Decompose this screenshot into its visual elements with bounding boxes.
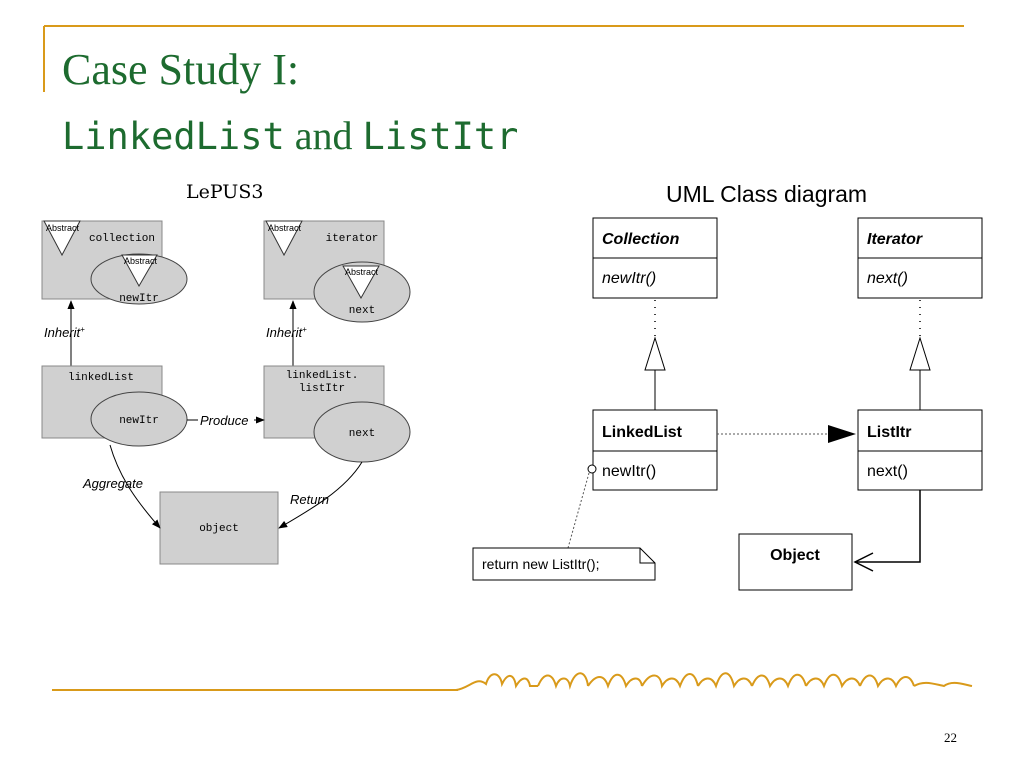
abstract-triangle-icon xyxy=(121,254,158,288)
abstract-tag: Abstract xyxy=(268,223,302,233)
lepus-collection-hierarchy: Abstract collection Abstract newItr xyxy=(41,220,188,305)
uml-note-connector xyxy=(567,472,590,549)
lepus-heading: LePUS3 xyxy=(186,181,264,203)
lepus-produce-label-bg xyxy=(198,412,254,428)
title-and: and xyxy=(294,113,353,158)
uml-realize-triangle-left xyxy=(644,336,666,371)
lepus-aggregate-arrow xyxy=(109,444,161,529)
lepus-listitr-class: linkedList. listItr next xyxy=(263,365,411,463)
lepus-iterator-label: iterator xyxy=(326,233,379,245)
lepus-return-label: Return xyxy=(290,492,329,507)
uml-collection-name: Collection xyxy=(602,231,680,248)
uml-association-arrowhead xyxy=(853,552,874,572)
abstract-tag: Abstract xyxy=(46,223,80,233)
lepus-newitr-label: newItr xyxy=(119,293,159,305)
lepus-next-label: next xyxy=(349,305,375,317)
lepus-return-arrow xyxy=(278,461,363,529)
uml-collection-method: newItr() xyxy=(602,270,656,287)
uml-realize-triangle-right xyxy=(909,336,931,371)
uml-iterator-class: Iterator next() xyxy=(857,217,983,299)
uml-diagram: Collection newItr() Iterator next() Link… xyxy=(472,217,983,591)
abstract-tag: Abstract xyxy=(345,267,379,277)
uml-iterator-method: next() xyxy=(867,270,908,287)
lepus-linkedlist-newitr-label: newItr xyxy=(119,415,159,427)
uml-linkedlist-class: LinkedList newItr() xyxy=(592,409,718,491)
uml-object-name: Object xyxy=(770,547,820,564)
lepus-linkedlist-newitr xyxy=(90,391,188,447)
slide-title-line2: LinkedList and ListItr xyxy=(62,112,518,159)
title-linkedlist: LinkedList xyxy=(62,115,285,158)
uml-note-text: return new ListItr(); xyxy=(482,556,599,572)
lepus-object-label: object xyxy=(199,523,239,535)
lepus-linkedlist-class: linkedList newItr xyxy=(41,365,188,447)
uml-association-line xyxy=(855,490,921,563)
lepus-iterator-hierarchy: Abstract iterator Abstract next xyxy=(263,220,411,323)
uml-linkedlist-method: newItr() xyxy=(602,463,656,480)
slide-title-line1: Case Study I: xyxy=(62,45,300,94)
uml-iterator-name: Iterator xyxy=(867,231,923,248)
lepus-collection-label: collection xyxy=(89,233,155,245)
abstract-tag: Abstract xyxy=(124,256,158,266)
uml-listitr-class: ListItr next() xyxy=(857,409,983,491)
lepus-produce-label: Produce xyxy=(200,413,248,428)
uml-linkedlist-name: LinkedList xyxy=(602,424,683,441)
uml-collection-class: Collection newItr() xyxy=(592,217,718,299)
uml-create-arrowhead xyxy=(828,425,856,443)
page-number: 22 xyxy=(944,730,957,745)
lepus-linkedlist-label: linkedList xyxy=(68,372,134,384)
lepus-listitr-label-line2: listItr xyxy=(299,383,345,395)
lepus-listitr-next-label: next xyxy=(349,428,375,440)
uml-object-class: Object xyxy=(738,533,853,591)
note-fold-icon xyxy=(639,548,655,564)
uml-heading: UML Class diagram xyxy=(666,181,868,207)
abstract-triangle-icon xyxy=(265,220,303,257)
uml-note: return new ListItr(); xyxy=(472,547,656,581)
abstract-triangle-icon xyxy=(43,220,81,257)
uml-note-anchor xyxy=(587,464,597,474)
title-listitr: ListItr xyxy=(362,115,519,158)
uml-listitr-name: ListItr xyxy=(867,424,911,441)
uml-listitr-method: next() xyxy=(867,463,908,480)
lepus-aggregate-label: Aggregate xyxy=(82,476,143,491)
abstract-triangle-icon xyxy=(342,265,380,300)
scroll-ornament-icon xyxy=(455,672,973,691)
lepus-inherit-label-left: Inherit+ xyxy=(44,325,85,340)
lepus-object-class: object xyxy=(159,491,279,565)
lepus-diagram: Abstract collection Abstract newItr Abst… xyxy=(41,220,411,565)
lepus-inherit-label-right: Inherit+ xyxy=(266,325,307,340)
lepus-listitr-label-line1: linkedList. xyxy=(286,370,359,382)
